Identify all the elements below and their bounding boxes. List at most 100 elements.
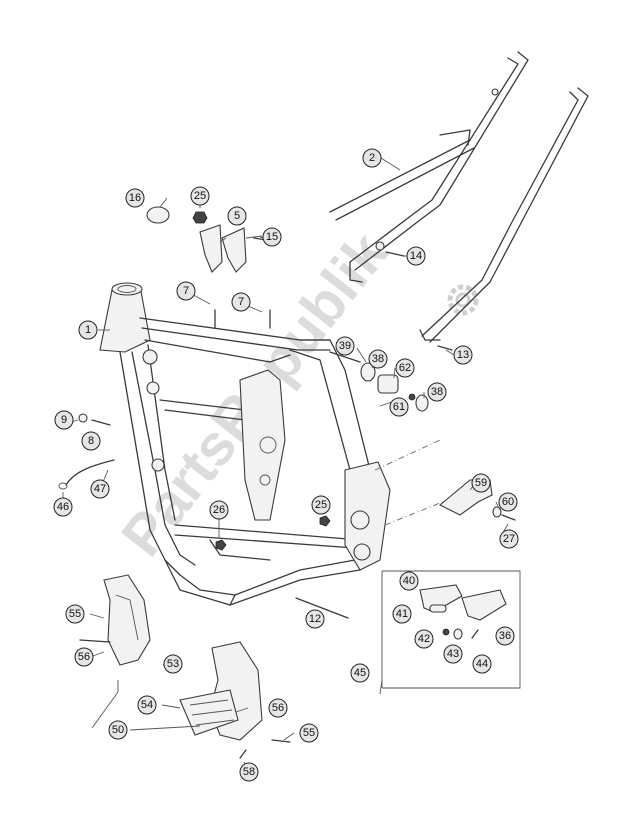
- callout-25a: 25: [190, 186, 210, 206]
- bracket-right: [221, 227, 247, 273]
- callout-5: 5: [227, 206, 247, 226]
- callout-44: 44: [472, 654, 492, 674]
- callout-56b: 56: [268, 698, 288, 718]
- gear-icon: [447, 284, 479, 316]
- callout-25b: 25: [311, 495, 331, 515]
- callout-2: 2: [362, 148, 382, 168]
- callout-61: 61: [389, 397, 409, 417]
- callout-54: 54: [137, 695, 157, 715]
- callout-7a: 7: [176, 281, 196, 301]
- callout-15: 15: [262, 227, 282, 247]
- callout-label: 38: [431, 386, 443, 398]
- callout-label: 47: [94, 483, 106, 495]
- callout-38b: 38: [427, 382, 447, 402]
- callout-label: 40: [403, 575, 415, 587]
- callout-47: 47: [90, 479, 110, 499]
- callout-label: 50: [112, 724, 124, 736]
- callout-16: 16: [125, 188, 145, 208]
- callout-55b: 55: [299, 723, 319, 743]
- callout-label: 54: [141, 699, 153, 711]
- callout-label: 55: [303, 727, 315, 739]
- callout-label: 41: [396, 608, 408, 620]
- clip-46: [58, 482, 68, 490]
- washer-9: [78, 413, 88, 423]
- callout-label: 5: [234, 210, 240, 222]
- callout-36: 36: [495, 626, 515, 646]
- steering-head-top: [111, 282, 143, 296]
- callout-label: 14: [410, 250, 422, 262]
- watermark: PartsRepublik: [109, 220, 479, 568]
- callout-label: 13: [457, 349, 469, 361]
- callout-label: 25: [315, 499, 327, 511]
- bolt-8: [91, 419, 111, 426]
- hose-47: [65, 459, 115, 486]
- callout-label: 36: [499, 630, 511, 642]
- bracket-left: [199, 224, 223, 273]
- callout-53: 53: [163, 654, 183, 674]
- callout-42: 42: [414, 629, 434, 649]
- main-frame: [99, 282, 461, 606]
- callout-label: 39: [339, 340, 351, 352]
- callout-7b: 7: [231, 292, 251, 312]
- callout-56a: 56: [74, 647, 94, 667]
- callout-label: 7: [183, 285, 189, 297]
- callout-43: 43: [443, 644, 463, 664]
- callout-1: 1: [78, 320, 98, 340]
- washer-61: [408, 393, 416, 401]
- callout-label: 56: [78, 651, 90, 663]
- callout-40: 40: [399, 571, 419, 591]
- callout-12: 12: [305, 609, 325, 629]
- callout-8: 8: [81, 431, 101, 451]
- callout-label: 42: [418, 633, 430, 645]
- callout-59: 59: [471, 473, 491, 493]
- bushing-62: [377, 374, 399, 394]
- callout-label: 62: [399, 362, 411, 374]
- callout-label: 53: [167, 658, 179, 670]
- engine-mount-plate: [239, 369, 286, 521]
- callout-label: 1: [85, 324, 91, 336]
- rear-subframe: [329, 51, 589, 343]
- callout-label: 25: [194, 190, 206, 202]
- callout-label: 45: [354, 667, 366, 679]
- steering-head: [99, 285, 151, 353]
- callout-label: 2: [369, 152, 375, 164]
- callout-45: 45: [350, 663, 370, 683]
- callout-26: 26: [209, 500, 229, 520]
- callout-label: 16: [129, 192, 141, 204]
- callout-41: 41: [392, 604, 412, 624]
- callout-50: 50: [108, 720, 128, 740]
- callout-label: 44: [476, 658, 488, 670]
- frame-plug: [146, 206, 170, 224]
- callout-39: 39: [335, 336, 355, 356]
- callout-27: 27: [499, 529, 519, 549]
- callout-58: 58: [239, 762, 259, 782]
- callout-label: 38: [372, 353, 384, 365]
- callout-label: 58: [243, 766, 255, 778]
- callout-label: 59: [475, 477, 487, 489]
- callout-46: 46: [53, 497, 73, 517]
- callout-14: 14: [406, 246, 426, 266]
- footpeg-group-box: [381, 570, 521, 689]
- spacer-38a: [360, 362, 376, 382]
- callout-62: 62: [395, 358, 415, 378]
- callout-9: 9: [54, 410, 74, 430]
- callout-label: 8: [88, 435, 94, 447]
- callout-label: 9: [61, 414, 67, 426]
- long-bolt: [295, 597, 349, 619]
- callout-label: 12: [309, 613, 321, 625]
- footpeg-right: [461, 589, 507, 621]
- callout-label: 46: [57, 501, 69, 513]
- callout-label: 56: [272, 702, 284, 714]
- callout-label: 61: [393, 401, 405, 413]
- callout-13: 13: [453, 345, 473, 365]
- frame-guard-left: [103, 574, 151, 666]
- spacer-38b: [415, 394, 429, 412]
- callout-60: 60: [498, 492, 518, 512]
- callout-55a: 55: [65, 604, 85, 624]
- nut-top: [192, 211, 208, 224]
- callout-38a: 38: [368, 349, 388, 369]
- callout-label: 7: [238, 296, 244, 308]
- callout-label: 60: [502, 496, 514, 508]
- callout-label: 55: [69, 608, 81, 620]
